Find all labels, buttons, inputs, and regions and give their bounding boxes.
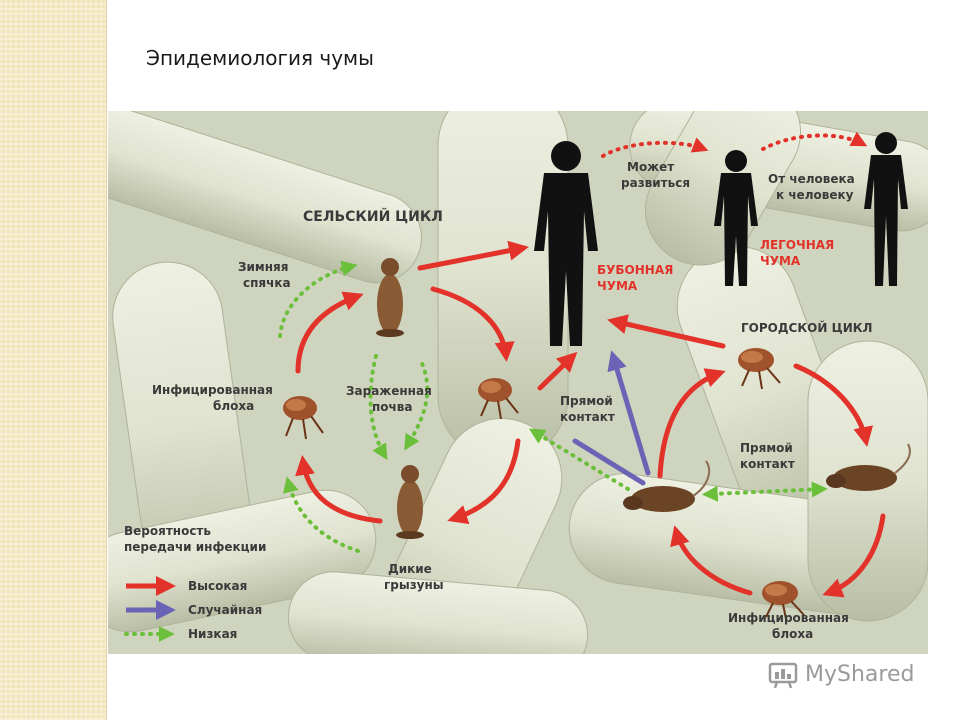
arrow-rat-to-bottom-flea [822, 513, 886, 598]
marmot-top [376, 258, 404, 337]
myshared-logo-icon [768, 662, 798, 689]
flea-middle [478, 378, 519, 420]
arrow-urban-flea-to-rat [793, 363, 874, 447]
arrow-flea-mid-to-human [537, 351, 578, 391]
arrow-soil-down-left [368, 354, 388, 461]
flea-urban-bottom [762, 581, 805, 620]
random-probability-arrow-2 [607, 350, 651, 476]
arrow-marmot-to-flea-mid [430, 286, 515, 362]
rat-right [826, 443, 911, 491]
legend-label-random: Случайная [188, 603, 262, 617]
arrow-rat-to-contact [528, 428, 630, 491]
arrow-rat-to-urban-flea [657, 368, 726, 479]
low-probability-arrows [278, 260, 828, 553]
dotted-red-arrows [601, 131, 868, 158]
arrow-urban-flea-to-human [607, 314, 726, 349]
arrow-may-develop [601, 137, 709, 158]
arrow-marmot-to-human [417, 240, 529, 271]
flea-left [283, 396, 324, 440]
arrow-flea-to-marmot [295, 291, 364, 374]
arrow-soil-down-right [404, 357, 430, 451]
rat-left [623, 460, 711, 512]
watermark-text: MyShared [805, 661, 915, 687]
human-silhouette-large [534, 141, 598, 346]
arrow-flea-mid-to-rodents [447, 438, 521, 525]
random-probability-arrow [572, 438, 646, 486]
arrow-legend-low-to-flea [282, 476, 360, 553]
legend-label-low: Низкая [188, 627, 237, 641]
decorative-side-strip [0, 0, 107, 720]
rural-cycle-label: СЕЛЬСКИЙ ЦИКЛ [303, 208, 443, 225]
marmot-bottom [396, 465, 424, 539]
flea-urban-top [738, 348, 781, 390]
high-probability-arrows [295, 240, 886, 598]
human-silhouette-middle [714, 150, 758, 286]
arrow-bottom-flea-to-rat [670, 525, 753, 596]
human-silhouette-right [864, 132, 908, 286]
arrow-rodents-to-flea-left [295, 455, 383, 524]
arrow-rats-contact [701, 481, 828, 502]
arrow-hibernation [278, 260, 358, 338]
legend-label-high: Высокая [188, 579, 247, 593]
myshared-watermark: MyShared [767, 656, 914, 692]
urban-cycle-label: ГОРОДСКОЙ ЦИКЛ [741, 320, 873, 335]
slide-title: Эпидемиология чумы [146, 46, 374, 70]
